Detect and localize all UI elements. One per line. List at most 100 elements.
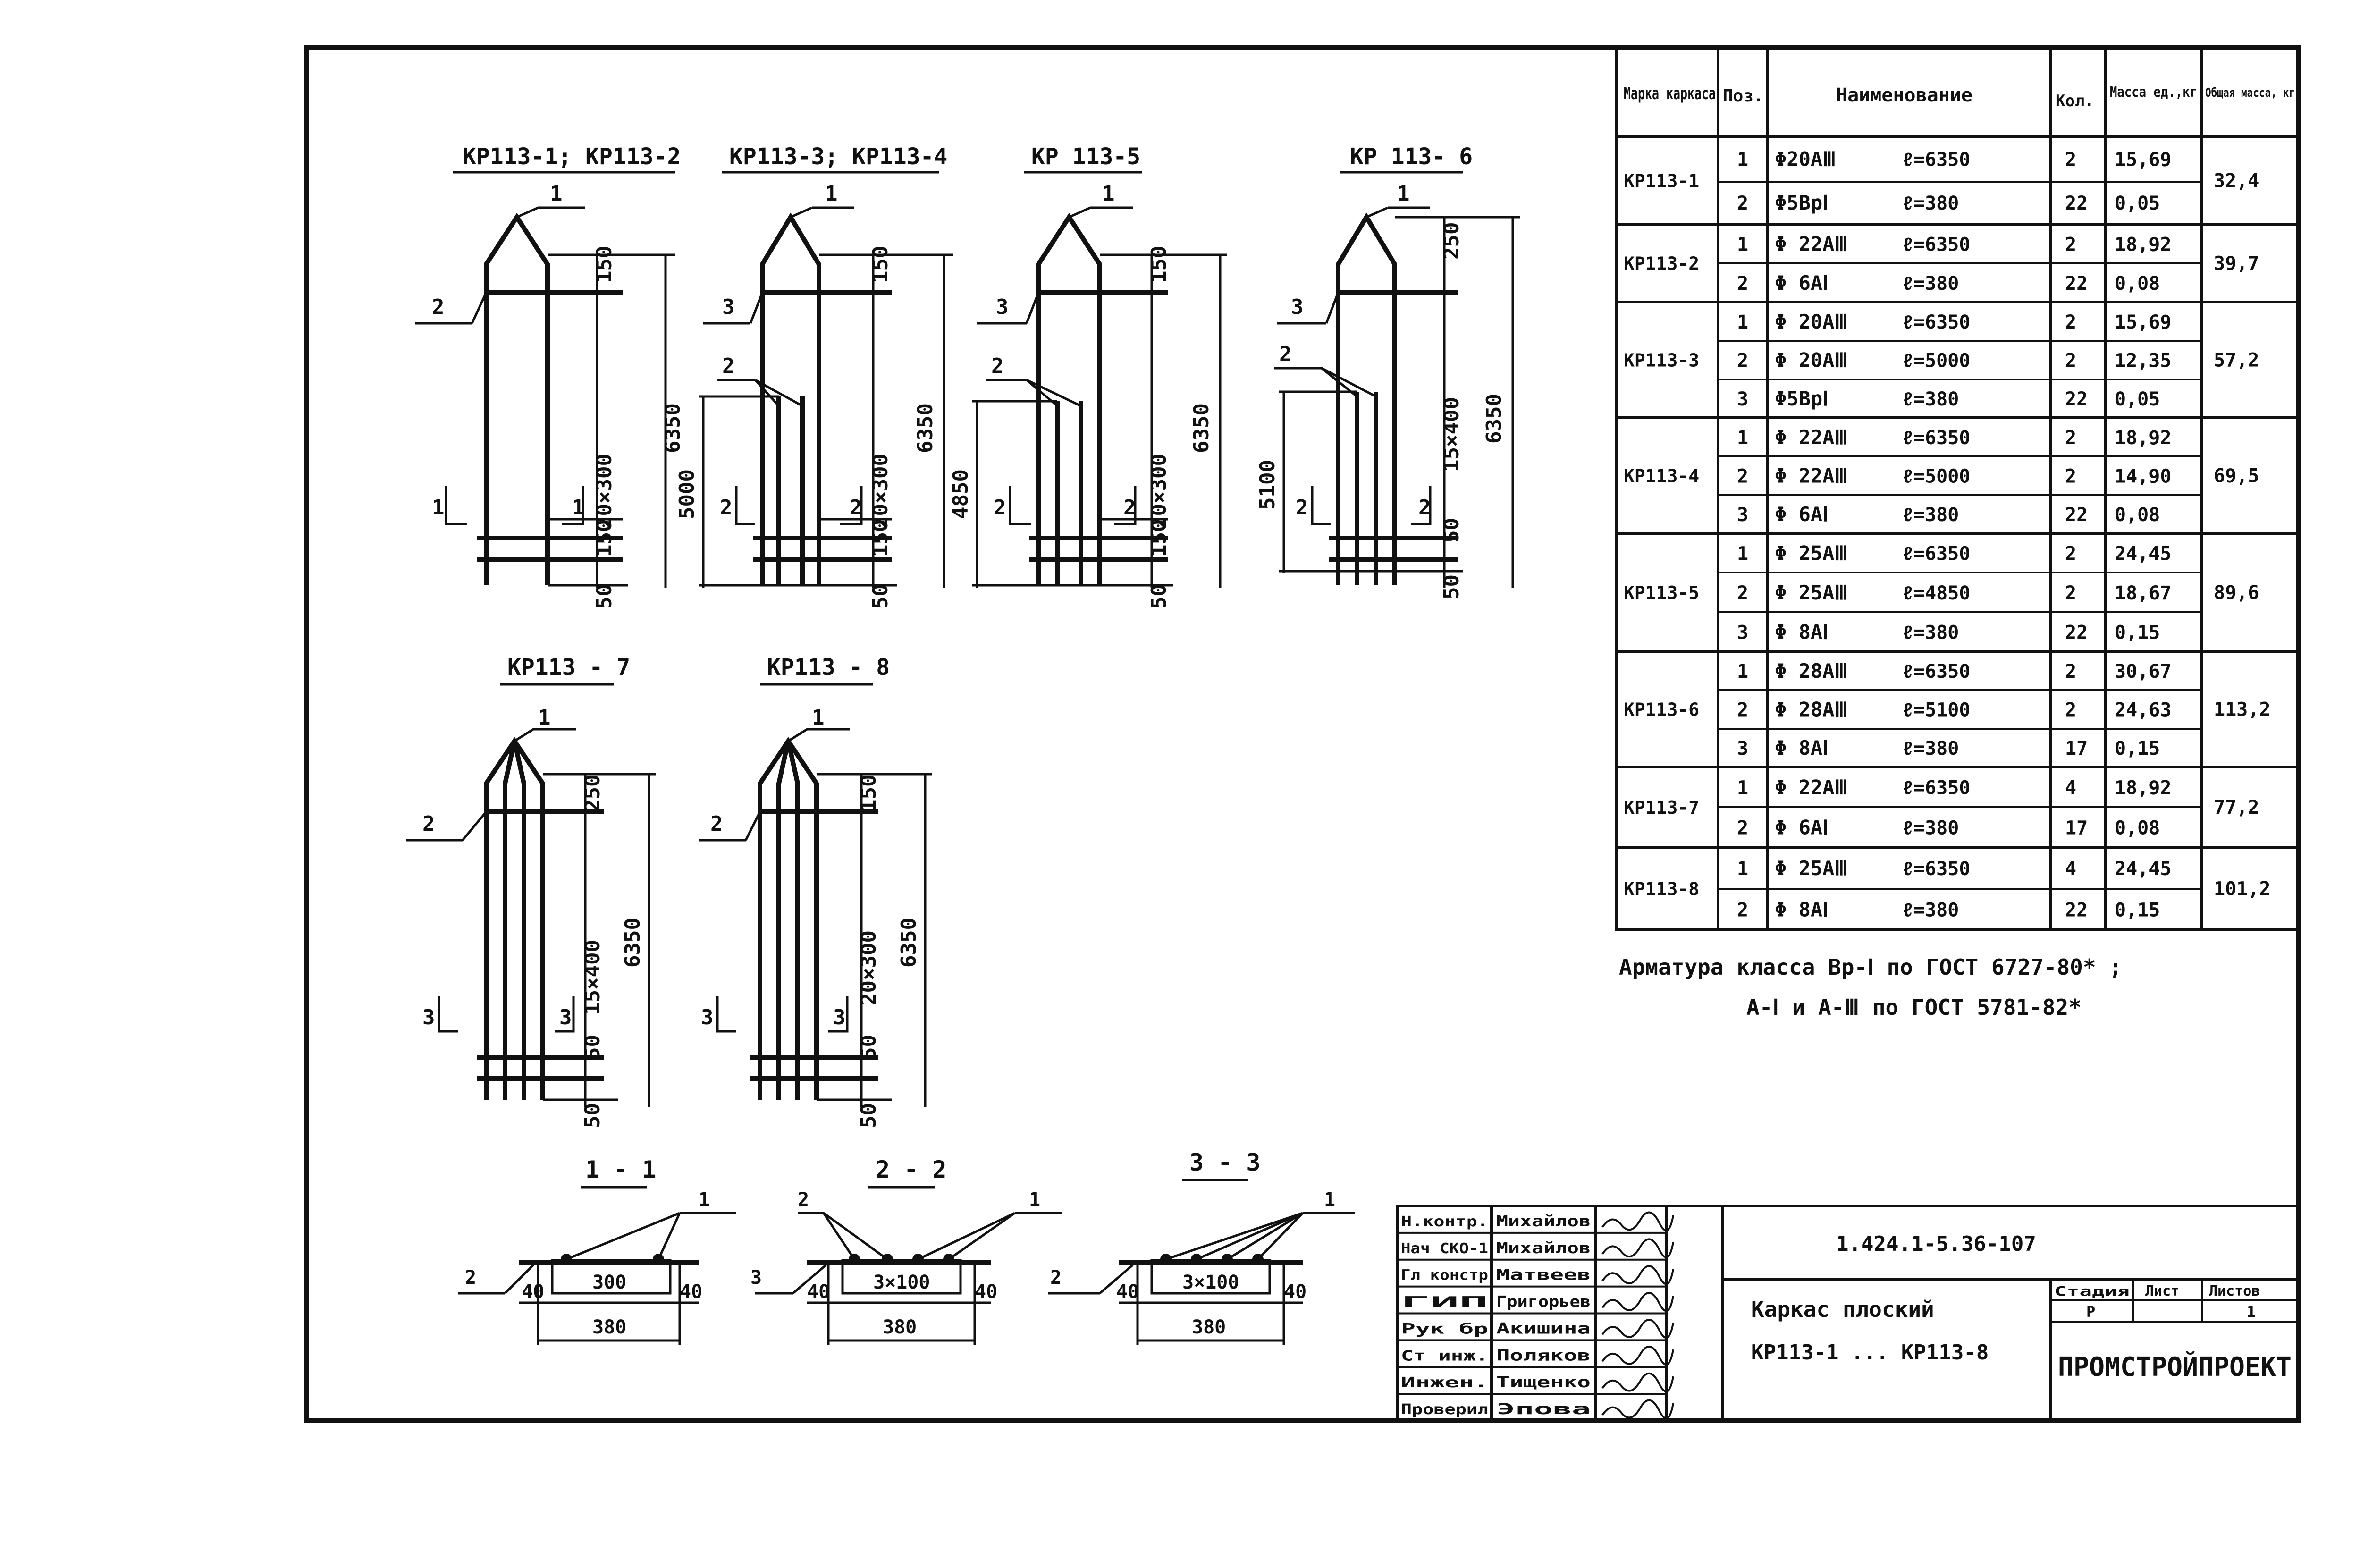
row-length: ℓ=380 bbox=[1902, 193, 1959, 214]
row-diameter: Φ 25АⅢ bbox=[1775, 857, 1848, 880]
row-pos: 2 bbox=[1737, 193, 1748, 214]
row-unit-mass: 18,92 bbox=[2115, 777, 2171, 799]
row-length: ℓ=6350 bbox=[1902, 234, 1970, 255]
signature-mark bbox=[1601, 1292, 1674, 1312]
row-pos: 2 bbox=[1737, 818, 1748, 839]
signer-name: Эпова bbox=[1496, 1400, 1591, 1418]
svg-text:3×100: 3×100 bbox=[873, 1272, 930, 1293]
svg-text:3: 3 bbox=[996, 295, 1009, 319]
row-qty: 22 bbox=[2065, 622, 2088, 643]
signer-role: Проверил bbox=[1401, 1401, 1488, 1418]
row-diameter: Φ5ВрⅠ bbox=[1775, 191, 1829, 214]
group-mark: КР113-7 bbox=[1624, 797, 1699, 818]
row-length: ℓ=6350 bbox=[1902, 661, 1970, 683]
row-diameter: Φ 22АⅢ bbox=[1775, 464, 1848, 488]
row-length: ℓ=380 bbox=[1902, 818, 1959, 839]
header-total-mass: Общая масса, кг bbox=[2205, 86, 2295, 100]
note-line-1: Арматура класса Вр-Ⅰ по ГОСТ 6727-80* ; bbox=[1619, 954, 2122, 980]
signature-mark bbox=[1601, 1211, 1674, 1231]
signature-mark bbox=[1601, 1238, 1674, 1258]
header-mark: Марка каркаса bbox=[1624, 84, 1716, 103]
svg-text:380: 380 bbox=[592, 1316, 626, 1338]
row-length: ℓ=4850 bbox=[1902, 582, 1970, 604]
svg-text:150: 150 bbox=[1147, 520, 1171, 557]
row-unit-mass: 18,92 bbox=[2115, 427, 2171, 449]
svg-text:5000: 5000 bbox=[675, 469, 699, 519]
svg-text:50: 50 bbox=[581, 1035, 605, 1060]
svg-text:150: 150 bbox=[857, 775, 881, 812]
svg-text:6350: 6350 bbox=[621, 918, 645, 968]
row-length: ℓ=6350 bbox=[1902, 777, 1970, 799]
row-diameter: Φ 22АⅢ bbox=[1775, 426, 1848, 449]
row-pos: 3 bbox=[1737, 738, 1748, 759]
svg-text:40: 40 bbox=[975, 1281, 997, 1303]
signer-role: Н.контр. bbox=[1401, 1214, 1488, 1230]
row-length: ℓ=380 bbox=[1902, 273, 1959, 295]
svg-text:150: 150 bbox=[868, 246, 893, 283]
row-qty: 2 bbox=[2065, 582, 2076, 604]
signer-role: Ст инж. bbox=[1401, 1348, 1488, 1364]
svg-text:40: 40 bbox=[1284, 1281, 1306, 1303]
svg-text:1: 1 bbox=[1324, 1189, 1335, 1211]
group-mark: КР113-6 bbox=[1624, 700, 1699, 720]
svg-text:3: 3 bbox=[559, 1005, 572, 1029]
svg-text:20×300: 20×300 bbox=[857, 930, 881, 1005]
svg-text:50: 50 bbox=[868, 584, 893, 609]
row-qty: 22 bbox=[2065, 273, 2088, 295]
svg-text:15×400: 15×400 bbox=[1440, 397, 1464, 472]
svg-text:50: 50 bbox=[581, 1103, 605, 1128]
drawing-code: 1.424.1-5.36-107 bbox=[1836, 1232, 2036, 1256]
svg-text:150: 150 bbox=[868, 520, 893, 557]
row-qty: 22 bbox=[2065, 899, 2088, 921]
svg-text:2: 2 bbox=[798, 1189, 809, 1211]
svg-text:250: 250 bbox=[1440, 222, 1464, 260]
group-total: 89,6 bbox=[2214, 582, 2259, 604]
row-unit-mass: 24,45 bbox=[2115, 858, 2171, 880]
notes: Арматура класса Вр-Ⅰ по ГОСТ 6727-80* ; … bbox=[1619, 954, 2122, 1020]
row-diameter: Φ 6АⅠ bbox=[1775, 816, 1829, 839]
svg-text:3: 3 bbox=[1291, 295, 1304, 319]
svg-text:40: 40 bbox=[680, 1281, 702, 1303]
row-pos: 2 bbox=[1737, 273, 1748, 295]
svg-text:20×300: 20×300 bbox=[592, 454, 616, 529]
svg-text:300: 300 bbox=[592, 1272, 626, 1293]
note-line-2: А-Ⅰ и А-Ⅲ по ГОСТ 5781-82* bbox=[1746, 995, 2082, 1020]
row-qty: 2 bbox=[2065, 427, 2076, 449]
stage-label: Стадия bbox=[2054, 1283, 2130, 1299]
svg-text:150: 150 bbox=[592, 520, 616, 557]
row-diameter: Φ 20АⅢ bbox=[1775, 349, 1848, 372]
elevation-frame-4: КР 113- 6 1 3 2 250 15×400 50 50 6350 51… bbox=[1256, 143, 1520, 599]
row-pos: 2 bbox=[1737, 466, 1748, 488]
svg-text:2: 2 bbox=[1050, 1267, 1062, 1289]
row-unit-mass: 14,90 bbox=[2115, 466, 2171, 488]
row-unit-mass: 15,69 bbox=[2115, 149, 2171, 170]
svg-text:КР113 - 8: КР113 - 8 bbox=[767, 654, 890, 681]
row-unit-mass: 30,67 bbox=[2115, 661, 2171, 683]
elevation-frame-6: КР113 - 8 1 2 150 20×300 50 50 6350 3 3 bbox=[699, 654, 932, 1128]
svg-text:3 - 3: 3 - 3 bbox=[1189, 1149, 1261, 1176]
svg-text:40: 40 bbox=[522, 1281, 544, 1303]
row-diameter: Φ 20АⅢ bbox=[1775, 310, 1848, 333]
row-pos: 1 bbox=[1737, 661, 1748, 683]
elevation-frame-5: КР113 - 7 1 2 250 15×400 50 50 6350 3 3 bbox=[406, 654, 656, 1128]
row-pos: 3 bbox=[1737, 622, 1748, 643]
row-qty: 22 bbox=[2065, 388, 2088, 410]
row-pos: 1 bbox=[1737, 427, 1748, 449]
svg-text:20×300: 20×300 bbox=[868, 454, 893, 529]
row-diameter: Φ20АⅢ bbox=[1775, 147, 1836, 170]
organization: ПРОМСТРОЙПРОЕКТ bbox=[2058, 1351, 2292, 1383]
header-pos: Поз. bbox=[1723, 86, 1764, 106]
signer-role: Нач СКО-1 bbox=[1401, 1240, 1488, 1257]
elevation-frame-2: КР113-3; КР113-4 1 3 2 150 20×300 150 50… bbox=[675, 143, 953, 609]
svg-text:3: 3 bbox=[422, 1005, 435, 1029]
svg-text:2: 2 bbox=[1418, 496, 1431, 520]
signer-name: Акишина bbox=[1496, 1319, 1591, 1337]
svg-text:3: 3 bbox=[833, 1005, 846, 1029]
group-mark: КР113-2 bbox=[1624, 253, 1699, 274]
svg-text:40: 40 bbox=[807, 1281, 830, 1303]
svg-text:6350: 6350 bbox=[1189, 403, 1214, 453]
row-length: ℓ=380 bbox=[1902, 899, 1959, 921]
svg-text:4850: 4850 bbox=[949, 469, 973, 519]
row-pos: 2 bbox=[1737, 350, 1748, 372]
